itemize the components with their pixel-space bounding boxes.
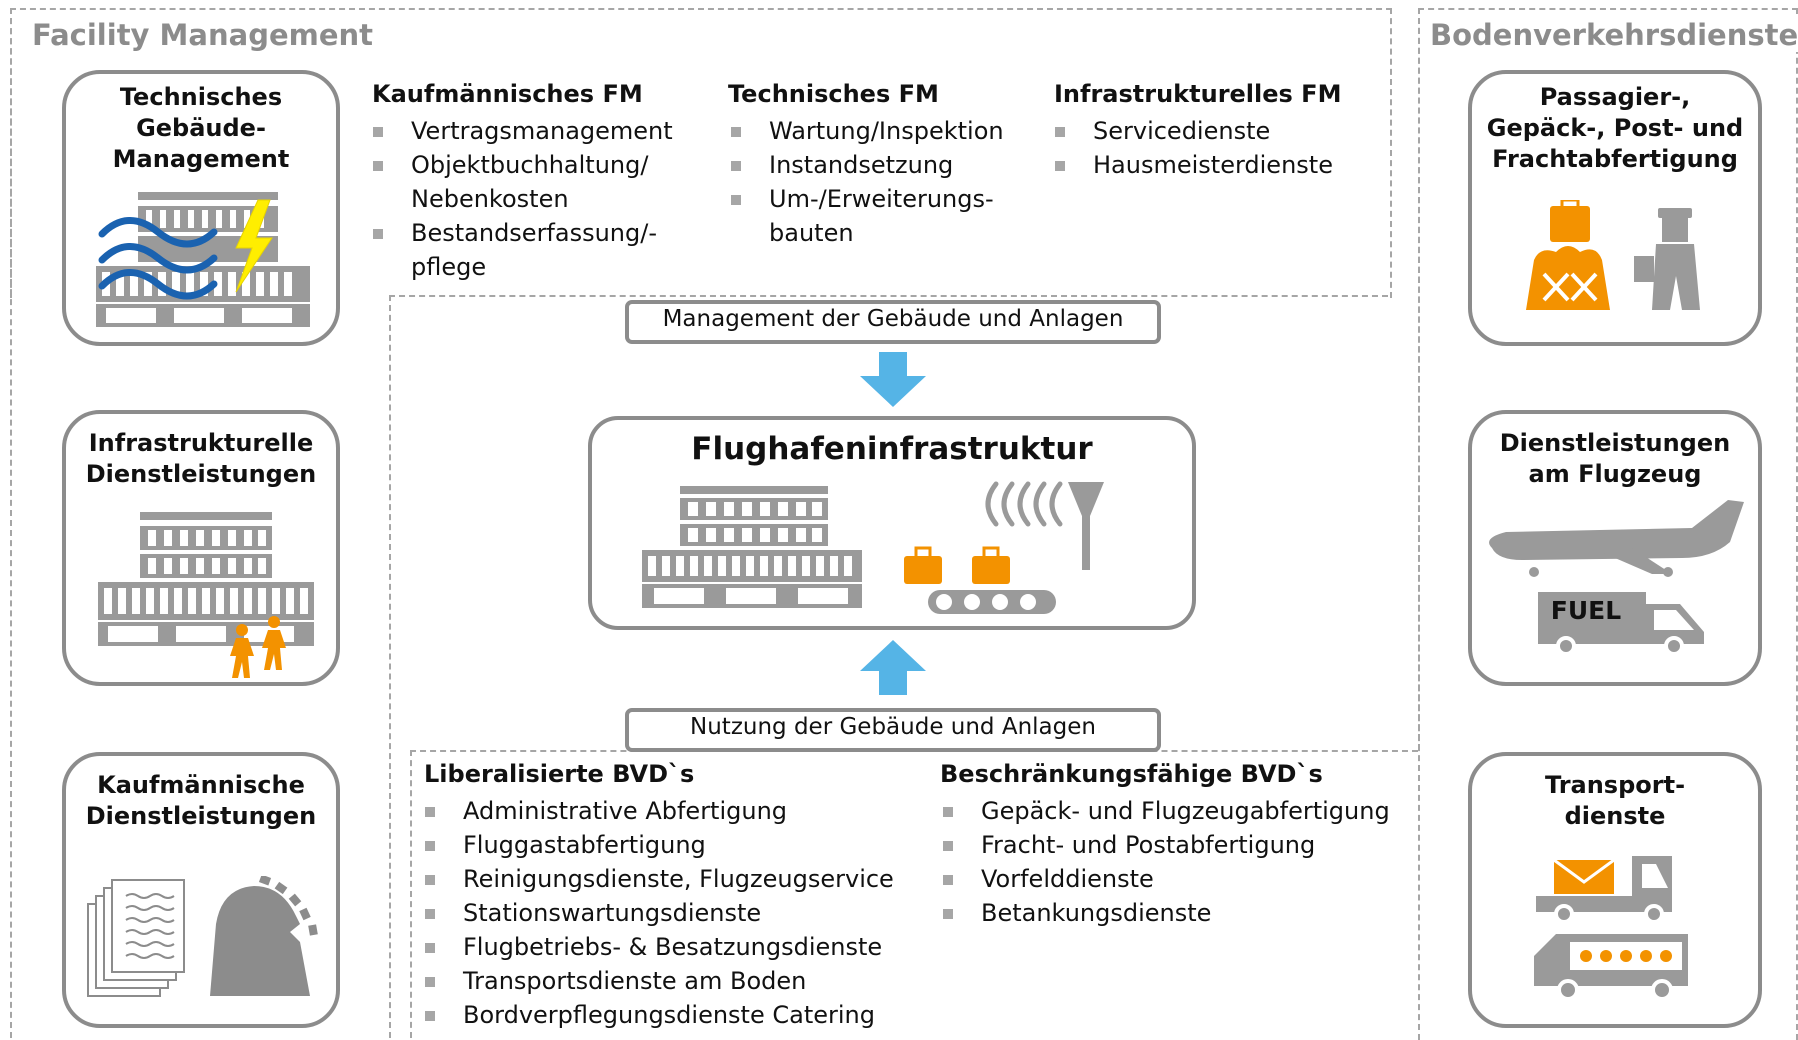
ground-services-region <box>1418 8 1798 1040</box>
baggage-conveyor-icon <box>904 546 1056 614</box>
mail-truck-icon <box>1536 856 1672 922</box>
list-item: Hausmeisterdienste <box>1052 148 1352 182</box>
bvd-region-left <box>410 750 412 1038</box>
bus-icon <box>1534 934 1688 1001</box>
card-technical-building-management: Technisches Gebäude- Management <box>62 70 340 346</box>
facility-management-region-inner <box>389 295 391 1038</box>
card-passenger-baggage-handling: Passagier-, Gepäck-, Post- und Frachtabf… <box>1468 70 1762 346</box>
baggage-handling-icon <box>1526 200 1700 310</box>
radar-antenna-icon <box>985 481 1104 570</box>
list-item: Flugbetriebs- & Besatzungsdienste <box>422 930 902 964</box>
card-title: Technisches Gebäude- Management <box>112 83 290 173</box>
list-item: Gepäck- und Flugzeugabfertigung <box>940 794 1400 828</box>
list-item: Bordverpflegungsdienste Catering <box>422 998 902 1032</box>
building-with-people-icon <box>98 512 314 678</box>
col-heading-technical-fm: Technisches FM <box>728 80 939 108</box>
facility-management-region-divider <box>389 295 1388 297</box>
list-item: Vorfelddienste <box>940 862 1400 896</box>
airport-infrastructure-title: Flughafeninfrastruktur <box>691 431 1093 467</box>
list-liberalized-bvd: Administrative Abfertigung Fluggastabfer… <box>422 794 902 1032</box>
facility-management-region-left <box>10 8 12 1038</box>
list-item: Administrative Abfertigung <box>422 794 902 828</box>
list-commercial-fm: Vertragsmanagement Objektbuchhaltung/ Ne… <box>370 114 673 284</box>
list-item: Fracht- und Postabfertigung <box>940 828 1400 862</box>
documents-and-calculator-icon <box>87 876 318 997</box>
col-heading-infrastructure-fm: Infrastrukturelles FM <box>1054 80 1342 108</box>
list-item: Betankungsdienste <box>940 896 1400 930</box>
up-arrow-icon <box>860 640 926 695</box>
ground-services-title: Bodenverkehrsdienste <box>1424 18 1798 52</box>
list-item: Fluggastabfertigung <box>422 828 902 862</box>
list-item: Objektbuchhaltung/ Nebenkosten <box>370 148 670 216</box>
list-item: Um-/Erweiterungs- bauten <box>728 182 1018 250</box>
facility-management-title: Facility Management <box>26 18 380 52</box>
usage-label-box: Nutzung der Gebäude und Anlagen <box>625 708 1161 752</box>
card-title: Transport- dienste <box>1544 771 1686 830</box>
list-item: Wartung/Inspektion <box>728 114 1018 148</box>
list-item: Stationswartungsdienste <box>422 896 902 930</box>
col-heading-commercial-fm: Kaufmännisches FM <box>372 80 643 108</box>
col-heading-restrictable-bvd: Beschränkungsfähige BVD`s <box>940 760 1323 788</box>
down-arrow-icon <box>860 352 926 407</box>
card-transport-services: Transport- dienste <box>1468 752 1762 1028</box>
list-technical-fm: Wartung/Inspektion Instandsetzung Um-/Er… <box>728 114 1018 250</box>
terminal-building-icon <box>642 486 862 608</box>
card-title: Dienstleistungen am Flugzeug <box>1499 429 1731 488</box>
card-title: Infrastrukturelle Dienstleistungen <box>85 429 317 488</box>
card-infrastructure-services: Infrastrukturelle Dienstleistungen <box>62 410 340 686</box>
airplane-icon <box>1489 500 1744 577</box>
col-heading-liberalized-bvd: Liberalisierte BVD`s <box>424 760 695 788</box>
building-with-waves-icon <box>96 192 310 327</box>
card-title: Passagier-, Gepäck-, Post- und Frachtabf… <box>1486 83 1744 173</box>
list-restrictable-bvd: Gepäck- und Flugzeugabfertigung Fracht- … <box>940 794 1400 930</box>
list-item: Transportsdienste am Boden <box>422 964 902 998</box>
airport-infrastructure-box: Flughafeninfrastruktur <box>588 416 1196 630</box>
list-item: Vertragsmanagement <box>370 114 673 148</box>
list-item: Bestandserfassung/- pflege <box>370 216 670 284</box>
list-infrastructure-fm: Servicedienste Hausmeisterdienste <box>1052 114 1352 182</box>
management-label-box: Management der Gebäude und Anlagen <box>625 300 1161 344</box>
card-commercial-services: Kaufmännische Dienstleistungen <box>62 752 340 1028</box>
list-item: Instandsetzung <box>728 148 1018 182</box>
list-item: Reinigungsdienste, Flugzeugservice <box>422 862 902 896</box>
list-item: Servicedienste <box>1052 114 1352 148</box>
fuel-label: FUEL <box>1546 594 1626 628</box>
card-aircraft-services: Dienstleistungen am Flugzeug FUEL <box>1468 410 1762 686</box>
card-title: Kaufmännische Dienstleistungen <box>85 771 317 830</box>
